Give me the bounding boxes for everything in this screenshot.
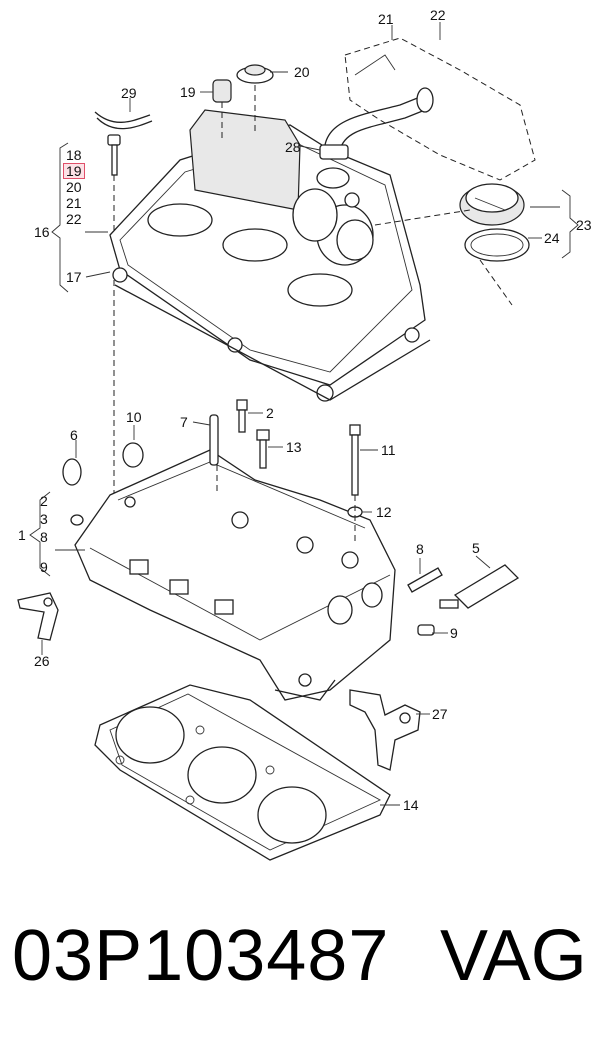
brand-name: VAG xyxy=(440,916,587,996)
callout-11: 11 xyxy=(381,442,396,458)
callout-8: 8 xyxy=(416,541,424,557)
callout-3-group: 3 xyxy=(40,511,48,527)
exploded-parts-diagram: 21 22 20 19 29 28 18 19 20 21 22 16 17 2… xyxy=(17,7,592,861)
oil-filler-cap xyxy=(374,183,530,306)
cover-plate xyxy=(344,37,536,181)
callout-2-group: 2 xyxy=(40,493,48,509)
callout-9-group: 9 xyxy=(40,559,48,575)
callout-8-group: 8 xyxy=(40,529,48,545)
bracket-27 xyxy=(349,689,421,771)
callout-22: 22 xyxy=(430,7,446,23)
part-number: 03P103487 xyxy=(12,916,390,996)
head-gasket xyxy=(94,684,391,861)
callout-9: 9 xyxy=(450,625,458,641)
callout-12: 12 xyxy=(376,504,392,520)
callout-7: 7 xyxy=(180,414,188,430)
callout-14: 14 xyxy=(403,797,419,813)
callout-21: 21 xyxy=(378,11,394,27)
callout-20: 20 xyxy=(294,64,310,80)
callout-19-highlighted: 19 xyxy=(63,163,85,179)
bracket-26 xyxy=(17,592,59,641)
leader-lines xyxy=(29,22,579,806)
sealant-and-plugs xyxy=(407,564,520,636)
diagram-drawing xyxy=(17,22,579,861)
callout-18: 18 xyxy=(66,147,82,163)
valve-cover xyxy=(109,109,431,402)
breather-hose xyxy=(319,87,434,160)
bolt-and-hose xyxy=(94,111,153,500)
callout-19: 19 xyxy=(180,84,196,100)
callout-17: 17 xyxy=(66,269,82,285)
callout-13: 13 xyxy=(286,439,302,455)
head-fasteners xyxy=(62,399,363,545)
callout-1: 1 xyxy=(18,527,26,543)
callout-5: 5 xyxy=(472,540,480,556)
callout-21-group: 21 xyxy=(66,195,82,211)
cylinder-head xyxy=(74,449,396,701)
callout-16: 16 xyxy=(34,224,50,240)
callout-27: 27 xyxy=(432,706,448,722)
callout-20-group: 20 xyxy=(66,179,82,195)
callout-6: 6 xyxy=(70,427,78,443)
callout-26: 26 xyxy=(34,653,50,669)
callout-28: 28 xyxy=(285,139,301,155)
callout-22-group: 22 xyxy=(66,211,82,227)
callout-23: 23 xyxy=(576,217,592,233)
callout-24: 24 xyxy=(544,230,560,246)
callout-29: 29 xyxy=(121,85,137,101)
top-cap xyxy=(212,64,274,140)
callout-10: 10 xyxy=(126,409,142,425)
callout-2: 2 xyxy=(266,405,274,421)
